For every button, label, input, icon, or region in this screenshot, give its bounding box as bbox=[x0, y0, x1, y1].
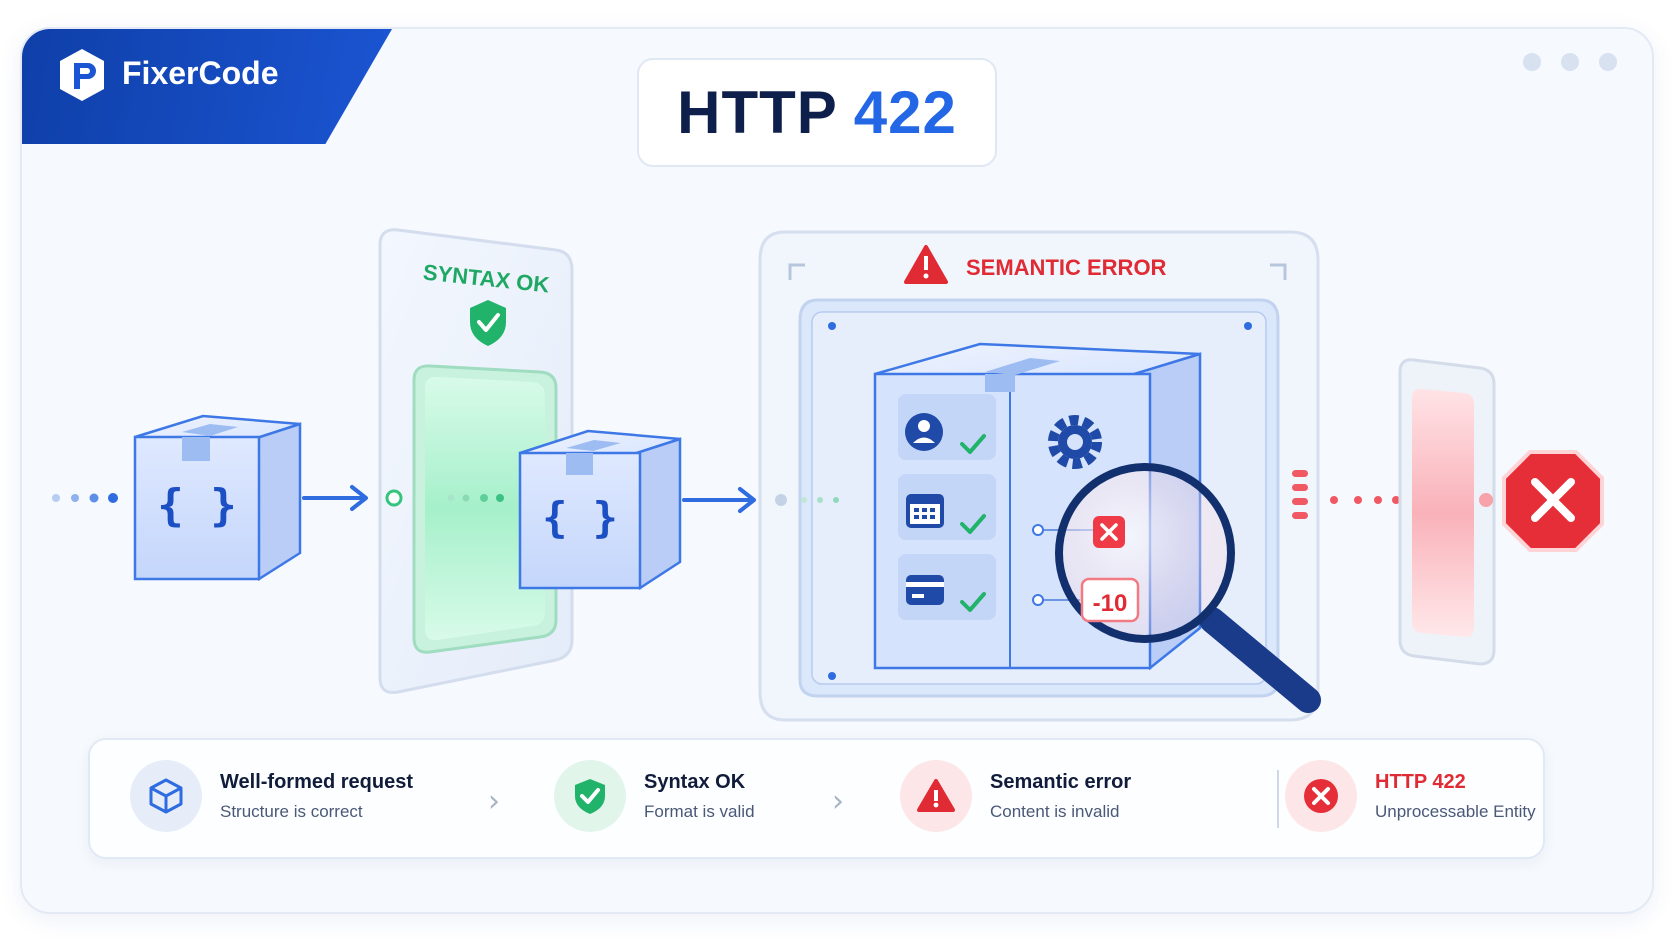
legend-step-well-formed: Well-formed request Structure is correct bbox=[130, 760, 413, 832]
legend-step-subtitle: Unprocessable Entity bbox=[1375, 801, 1536, 821]
window-dot[interactable] bbox=[1561, 53, 1579, 71]
warning-icon bbox=[904, 245, 948, 284]
semantic-error-label: SEMANTIC ERROR bbox=[966, 255, 1167, 280]
validated-box: { } bbox=[518, 429, 682, 591]
gate-exit-node bbox=[1479, 493, 1493, 507]
rejection-gate bbox=[1398, 358, 1496, 666]
flow-arrow bbox=[302, 485, 368, 511]
lead-in-dots bbox=[52, 493, 118, 503]
legend-step-subtitle: Structure is correct bbox=[220, 801, 363, 821]
check-icon bbox=[960, 434, 986, 454]
legend-step-subtitle: Format is valid bbox=[644, 801, 755, 821]
process-legend: Well-formed request Structure is correct… bbox=[88, 738, 1545, 859]
legend-step-http-422: HTTP 422 Unprocessable Entity bbox=[1285, 760, 1536, 832]
window-dot[interactable] bbox=[1599, 53, 1617, 71]
shield-check-icon bbox=[470, 300, 506, 346]
brand-name: FixerCode bbox=[122, 55, 279, 91]
shield-check-icon bbox=[554, 760, 626, 832]
invalid-value-badge bbox=[1080, 577, 1140, 623]
user-icon bbox=[905, 413, 943, 451]
error-signal-bars bbox=[1292, 470, 1308, 519]
warning-icon bbox=[900, 760, 972, 832]
stop-error-icon bbox=[1502, 450, 1604, 552]
cube-icon bbox=[130, 760, 202, 832]
legend-step-syntax-ok: Syntax OK Format is valid bbox=[554, 760, 755, 832]
gear-icon bbox=[1048, 415, 1102, 469]
window-controls bbox=[1523, 53, 1617, 71]
gate-entry-node bbox=[385, 489, 403, 507]
legend-divider bbox=[1277, 770, 1279, 828]
json-braces-icon: { } bbox=[157, 480, 236, 531]
error-x-icon bbox=[1285, 760, 1357, 832]
chevron-right-icon: › bbox=[488, 784, 500, 819]
window-dot[interactable] bbox=[1523, 53, 1541, 71]
legend-step-title: HTTP 422 bbox=[1375, 770, 1466, 793]
green-flow-dots bbox=[447, 494, 504, 502]
chevron-right-icon: › bbox=[832, 784, 844, 819]
legend-step-title: Semantic error bbox=[990, 770, 1132, 793]
error-x-icon bbox=[1093, 516, 1125, 548]
legend-step-semantic-error: Semantic error Content is invalid bbox=[900, 760, 1131, 832]
brand-tab: FixerCode bbox=[22, 29, 392, 144]
fixercode-logo-icon bbox=[60, 49, 104, 101]
check-icon bbox=[960, 592, 986, 612]
teal-flow-dots bbox=[775, 494, 839, 506]
credit-card-icon bbox=[906, 575, 944, 605]
flow-arrow bbox=[682, 487, 756, 513]
legend-step-title: Well-formed request bbox=[220, 770, 413, 793]
invalid-value: -10 bbox=[1093, 590, 1128, 617]
check-icon bbox=[960, 514, 986, 534]
title-prefix: HTTP bbox=[677, 79, 838, 146]
title-code: 422 bbox=[853, 79, 957, 146]
legend-step-subtitle: Content is invalid bbox=[990, 801, 1120, 821]
page-title: HTTP 422 bbox=[637, 58, 997, 167]
request-box: { } bbox=[133, 414, 302, 582]
legend-step-title: Syntax OK bbox=[644, 770, 746, 793]
calendar-icon bbox=[906, 494, 944, 528]
json-braces-icon: { } bbox=[542, 493, 618, 542]
